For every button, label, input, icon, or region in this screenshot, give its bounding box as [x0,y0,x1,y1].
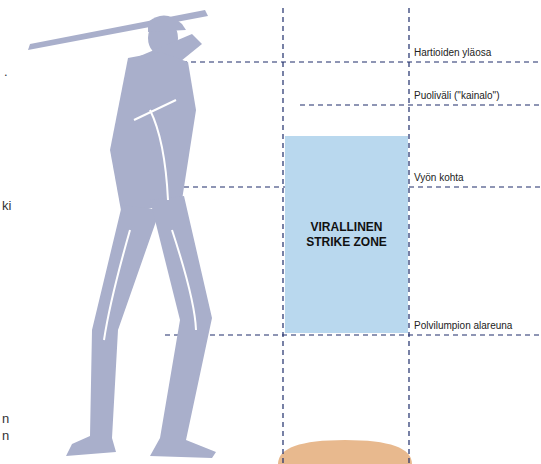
level-label: Puoliväli ("kainalo") [414,90,499,102]
zone-title: VIRALLINEN STRIKE ZONE [301,220,393,250]
level-label: Vyön kohta [414,172,464,184]
torso [110,52,196,216]
dashed-line [282,8,283,464]
dashed-line [165,334,541,335]
text-fragment: n [2,428,9,443]
text-fragment: ki [2,198,11,213]
text-fragment: n [2,411,9,426]
dashed-line [408,8,409,464]
detail-line [104,230,130,340]
level-label: Polvilumpion alareuna [414,320,512,332]
front-leg [66,205,160,456]
level-label: Hartioiden yläosa [414,47,491,59]
dashed-line [182,61,541,62]
detail-line [150,110,168,200]
batter-figure [28,10,216,458]
back-leg [150,196,216,458]
detail-line [134,100,176,120]
strike-zone-box: VIRALLINEN STRIKE ZONE [285,136,408,333]
text-fragment: . [4,64,8,79]
cap [148,15,186,32]
home-plate [278,440,412,464]
dashed-line [300,104,541,105]
detail-line [172,230,196,330]
